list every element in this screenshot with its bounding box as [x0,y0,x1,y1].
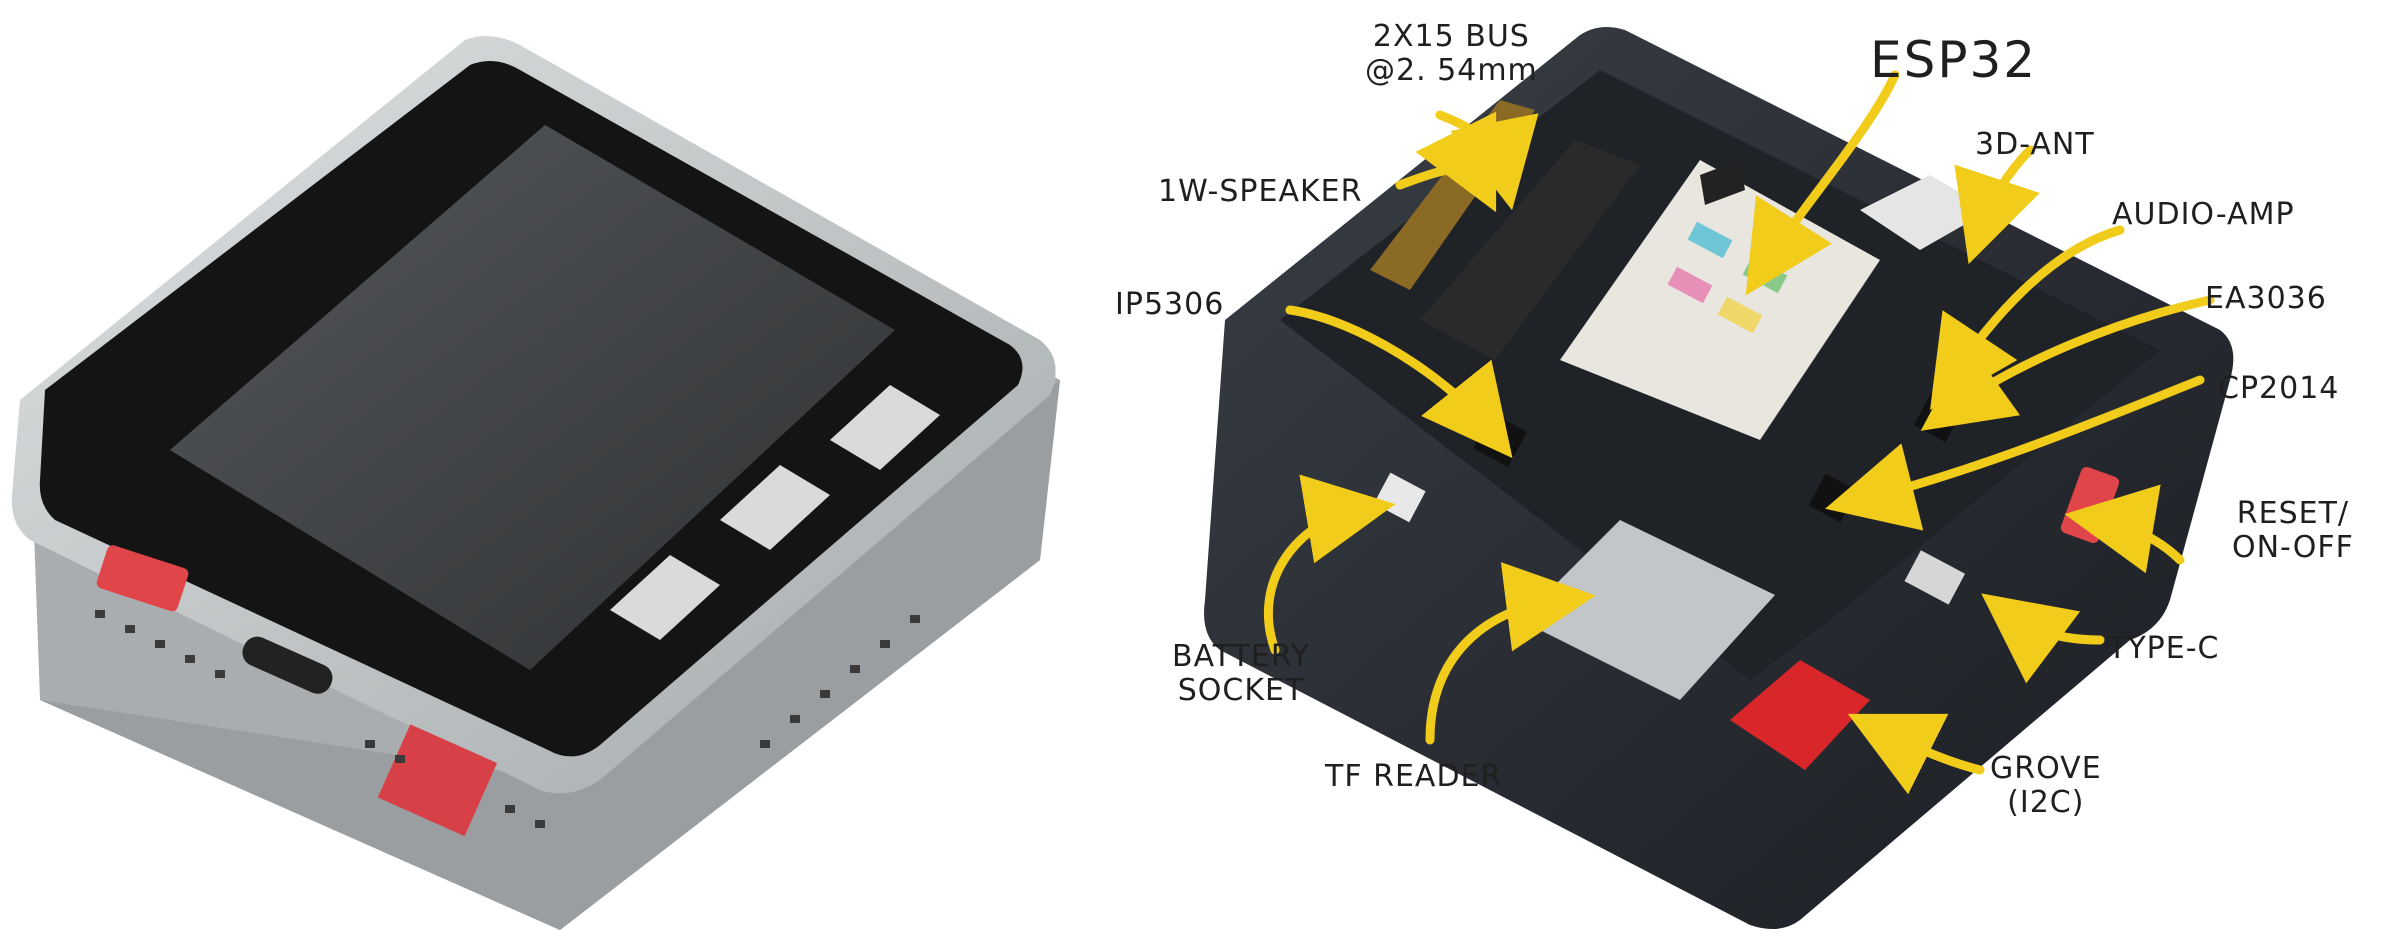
grove-port [377,724,498,837]
label-bus: 2X15 BUS @2. 54mm [1365,20,1538,88]
label-tf: TF READER [1325,759,1503,794]
label-grove-line1: GROVE [1990,751,2102,786]
label-battery: BATTERY SOCKET [1172,640,1310,708]
button-a [610,555,720,640]
label-amp: AUDIO-AMP [2112,197,2295,232]
power-button [96,545,189,612]
label-reset-line1: RESET/ [2236,496,2350,531]
label-cp2104: CP2014 [2218,371,2340,406]
label-ea3036: EA3036 [2205,281,2327,316]
label-reset: RESET/ ON-OFF [2232,497,2354,565]
button-c [830,385,940,470]
M5-logo-icon [1700,160,1745,205]
label-battery-line2: SOCKET [1177,673,1305,708]
label-reset-line2: ON-OFF [2232,530,2354,565]
button-b [720,465,830,550]
label-typec: TYPE-C [2108,631,2220,666]
lcd-screen [170,125,895,670]
bus-header [1420,140,1640,360]
label-bus-line1: 2X15 BUS [1372,19,1530,54]
callout-arrows [1263,70,2215,795]
label-battery-line1: BATTERY [1172,639,1311,674]
type-c-port [1904,550,1966,605]
label-bus-line2: @2. 54mm [1365,53,1538,88]
label-grove-line2: (I2C) [2007,785,2085,820]
device-front [11,36,1060,930]
label-esp32: ESP32 [1870,31,2038,89]
label-speaker: 1W-SPEAKER [1158,174,1363,209]
label-grove: GROVE (I2C) [1990,752,2102,820]
usb-c-port [242,636,333,694]
label-ip5306: IP5306 [1115,287,1225,322]
grove-socket [1730,660,1870,770]
label-ant: 3D-ANT [1975,127,2095,162]
